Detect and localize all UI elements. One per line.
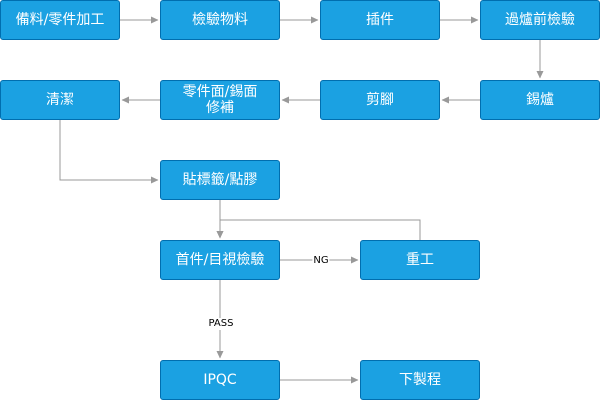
node-insertion[interactable]: 插件 (320, 0, 440, 40)
node-inspect-materials[interactable]: 檢驗物料 (160, 0, 280, 40)
edge-label-pass: PASS (207, 318, 235, 330)
edge-rework-to-first (216, 219, 421, 240)
node-label-glue[interactable]: 貼標籤/點膠 (160, 160, 280, 200)
node-tin-furnace[interactable]: 錫爐 (480, 80, 600, 120)
node-pre-furnace-check[interactable]: 過爐前檢驗 (480, 0, 600, 40)
node-prep[interactable]: 備料/零件加工 (0, 0, 120, 40)
node-first-article[interactable]: 首件/目視檢驗 (160, 240, 280, 280)
node-next-process[interactable]: 下製程 (360, 360, 480, 400)
node-rework[interactable]: 重工 (360, 240, 480, 280)
edge-cleaning-to-label (59, 120, 159, 184)
edge-label-ng: NG (312, 255, 330, 267)
node-touch-up[interactable]: 零件面/錫面 修補 (160, 80, 280, 120)
node-ipqc[interactable]: IPQC (160, 360, 280, 400)
node-trim-leads[interactable]: 剪腳 (320, 80, 440, 120)
node-cleaning[interactable]: 清潔 (0, 80, 120, 120)
